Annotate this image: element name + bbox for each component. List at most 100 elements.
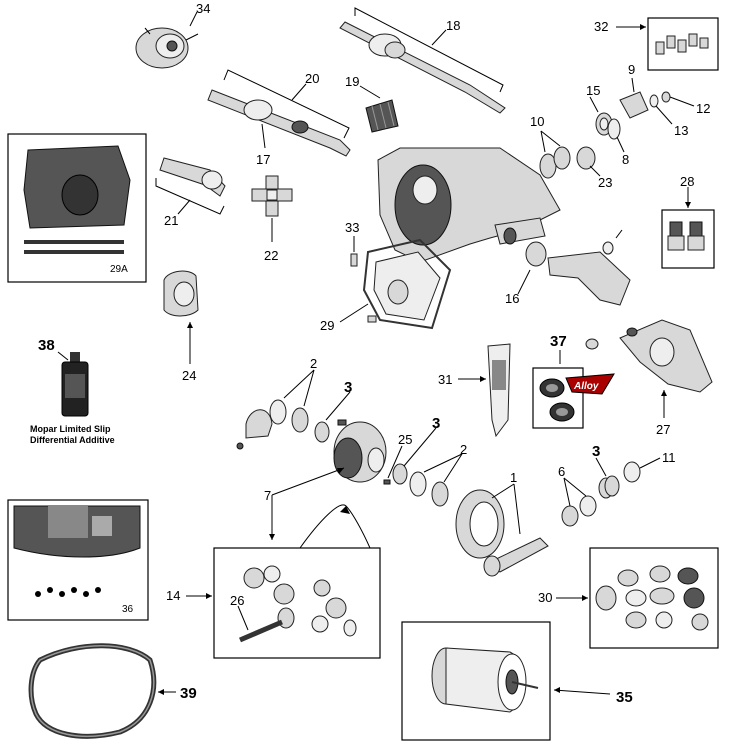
- part-36-diff-cover[interactable]: [13, 505, 141, 597]
- part-22-universal-joint[interactable]: [251, 175, 293, 217]
- part-14-spider-gears[interactable]: [243, 565, 357, 637]
- leader-2b-1: [423, 453, 463, 473]
- callout-15: 15: [586, 83, 600, 98]
- additive-caption-line1: Mopar Limited Slip: [30, 424, 111, 434]
- callout-1: 1: [510, 470, 517, 485]
- callout-9: 9: [628, 62, 635, 77]
- part-bearing-cap[interactable]: [236, 409, 273, 450]
- part-32-bolts[interactable]: [655, 33, 709, 55]
- part-2-left-bearing-race[interactable]: [269, 399, 309, 433]
- leader-17: [261, 123, 266, 149]
- part-3-right-shims[interactable]: [392, 463, 408, 485]
- alloy-brand-text: Alloy: [573, 381, 599, 392]
- part-bolt-small[interactable]: [337, 419, 347, 426]
- leader-38: [57, 351, 69, 361]
- part-19-boot[interactable]: [365, 99, 399, 133]
- part-3-left-shims[interactable]: [314, 421, 330, 443]
- leader-25: [387, 445, 403, 479]
- arrow-31: [480, 376, 486, 382]
- callout-27: 27: [656, 422, 670, 437]
- leader-3b: [403, 427, 437, 467]
- callout-14: 14: [166, 588, 180, 603]
- arrow-14: [206, 593, 212, 599]
- callout-30: 30: [538, 590, 552, 605]
- part-29a-diff-cover[interactable]: [23, 145, 131, 254]
- part-3-pinion-shims[interactable]: [598, 475, 620, 499]
- leader-3c: [595, 457, 607, 477]
- part-39-gasket[interactable]: [28, 643, 157, 739]
- arrow-27: [661, 390, 667, 396]
- part-16-tube[interactable]: [525, 229, 631, 306]
- leader-2a-2: [303, 369, 315, 407]
- leader-13: [655, 105, 673, 125]
- callout-32: 32: [594, 19, 608, 34]
- part-7-diff-case[interactable]: [333, 421, 387, 483]
- part-12-nut[interactable]: [661, 91, 671, 103]
- arrow-28: [685, 202, 691, 208]
- part-34-hub-bearing[interactable]: [135, 27, 199, 69]
- part-28-ball-joints[interactable]: [667, 221, 705, 251]
- leader-10a: [540, 130, 546, 153]
- callout-28: 28: [680, 174, 694, 189]
- part-37-seals[interactable]: [539, 378, 575, 422]
- part-31-sealant-tube[interactable]: [487, 343, 511, 438]
- arrow-39: [158, 689, 164, 695]
- part-29-cover[interactable]: [362, 238, 452, 330]
- callout-21: 21: [164, 213, 178, 228]
- arrow-30: [582, 595, 588, 601]
- leader-6b: [563, 477, 587, 497]
- arrow-7-down: [269, 534, 275, 540]
- leader-20: [291, 83, 307, 101]
- part-10-bearings[interactable]: [539, 146, 571, 179]
- part-25-pin[interactable]: [383, 479, 391, 485]
- part-23-bearing[interactable]: [576, 146, 596, 170]
- part-2-right-bearing-race[interactable]: [409, 471, 449, 507]
- part-1-ring-gear[interactable]: [455, 489, 505, 559]
- part-18-axle-shaft[interactable]: [339, 21, 506, 114]
- part-27-knuckle[interactable]: [585, 319, 713, 393]
- callout-24: 24: [182, 368, 196, 383]
- leader-23: [589, 165, 601, 177]
- callout-3b: 3: [432, 415, 440, 432]
- part-9-yoke[interactable]: [619, 91, 649, 119]
- callout-38: 38: [38, 337, 55, 354]
- part-26-cross-shaft[interactable]: [239, 619, 283, 643]
- part-1-pinion-gear[interactable]: [483, 537, 549, 577]
- part-6-pinion-bearings[interactable]: [561, 495, 597, 527]
- part-13-washer[interactable]: [649, 94, 659, 108]
- arrow-24: [187, 322, 193, 328]
- part-35-locker[interactable]: [431, 647, 539, 713]
- axle-housing[interactable]: [377, 147, 561, 263]
- callout-10: 10: [530, 114, 544, 129]
- callout-11: 11: [662, 450, 676, 465]
- leader-15: [589, 96, 599, 113]
- part-21-stub-shaft[interactable]: [159, 157, 226, 197]
- part-11-pinion-seal[interactable]: [623, 461, 641, 483]
- part-30-bearing-kit[interactable]: [595, 565, 709, 631]
- leader-1a: [491, 483, 515, 499]
- leader-7: [271, 467, 345, 496]
- callout-17: 17: [256, 152, 270, 167]
- leader-14-curve: [299, 504, 371, 549]
- callout-34: 34: [196, 1, 210, 16]
- leader-16: [517, 269, 531, 295]
- leader-6a: [563, 477, 571, 507]
- arrow-7: [337, 468, 344, 474]
- leader-3a: [325, 391, 351, 421]
- alloy-brand-badge: Alloy: [565, 373, 615, 395]
- callout-6: 6: [558, 464, 565, 479]
- part-38-additive-bottle[interactable]: [61, 352, 89, 417]
- callout-2b: 2: [460, 442, 467, 457]
- callout-33: 33: [345, 220, 359, 235]
- leader-9: [631, 77, 635, 93]
- callout-3c: 3: [592, 443, 600, 460]
- additive-caption-line2: Differential Additive: [30, 435, 115, 445]
- part-24-seal[interactable]: [163, 270, 199, 317]
- part-33-bolt[interactable]: [350, 253, 358, 267]
- callout-25: 25: [398, 432, 412, 447]
- part-8-slinger[interactable]: [607, 118, 621, 140]
- part-20-intermediate-shaft[interactable]: [207, 89, 351, 157]
- callout-39: 39: [180, 685, 197, 702]
- leader-12: [669, 96, 695, 107]
